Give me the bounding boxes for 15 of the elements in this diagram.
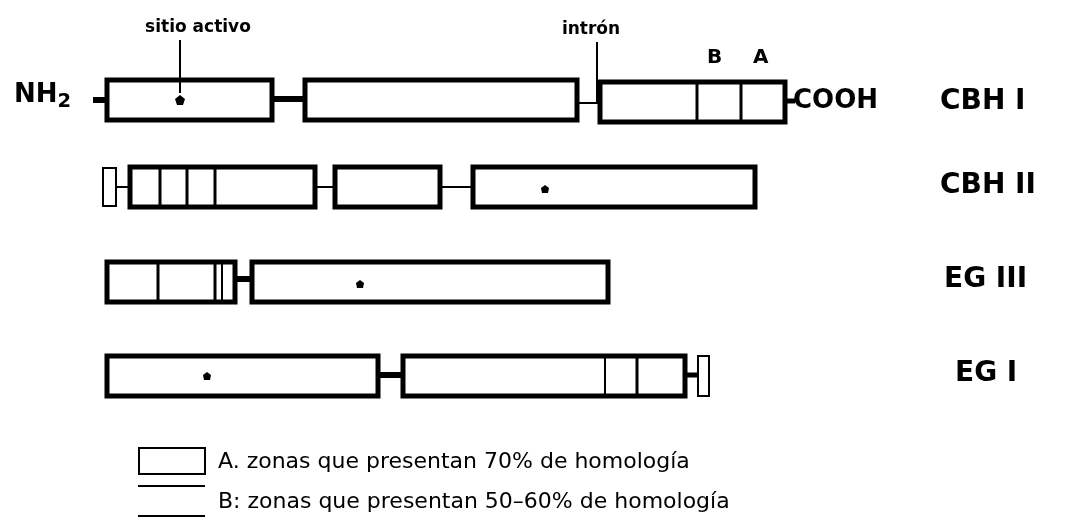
legend-text: A. zonas que presentan 70% de homología <box>218 447 690 475</box>
protein-name: EG I <box>955 358 1018 386</box>
active-site-star-icon <box>173 93 187 107</box>
protein-name: CBH I <box>940 86 1026 114</box>
terminus-label: COOH <box>793 86 879 112</box>
leader-line <box>179 39 181 94</box>
callout-label: intrón <box>561 17 621 41</box>
terminus-label: B <box>707 46 723 66</box>
callout-label: sitio activo <box>145 15 251 39</box>
terminus-label: A <box>753 46 769 66</box>
leader-line <box>596 41 598 104</box>
terminus-label: NH$_{2}$ <box>14 80 72 106</box>
protein-name: CBH II <box>940 170 1036 198</box>
protein-name: EG III <box>944 264 1028 292</box>
legend-text: B: zonas que presentan 50–60% de homología <box>218 487 730 515</box>
